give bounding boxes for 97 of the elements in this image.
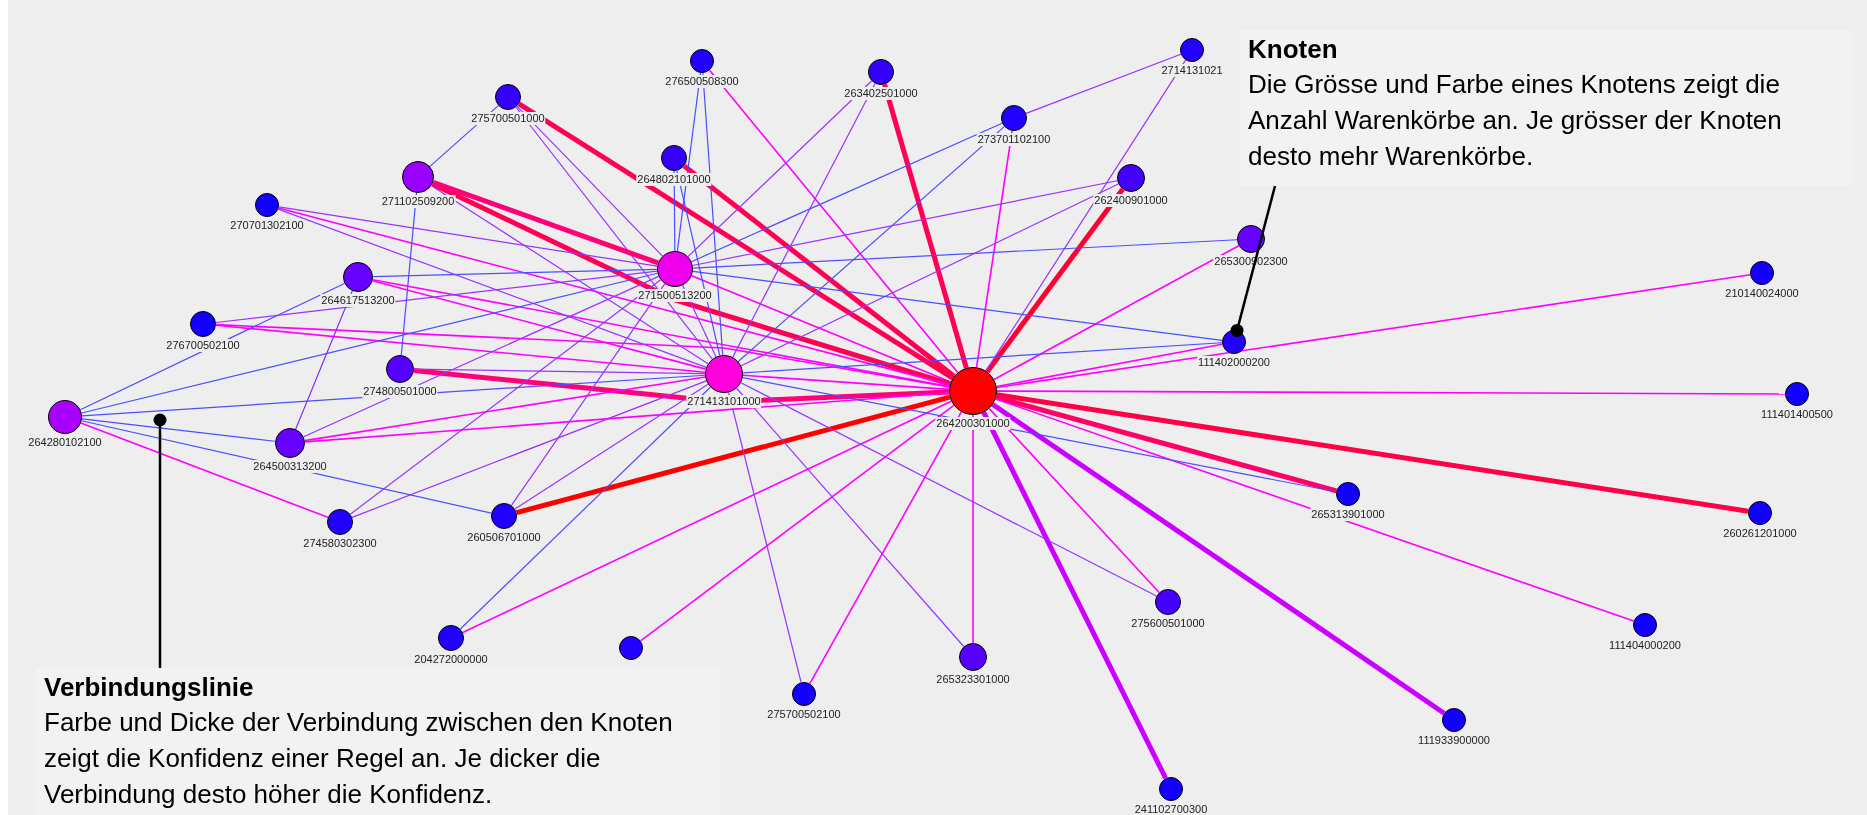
connection-line [735,387,965,648]
connection-line [430,185,709,365]
connection-line [708,69,959,374]
connection-line [692,270,1223,342]
connection-line [514,383,709,510]
connection-line [682,164,956,379]
connection-line [278,206,658,267]
leader-line [153,413,167,668]
connection-line [80,272,659,414]
node-label: 111401400500 [1760,408,1834,421]
connection-line [517,101,955,381]
connection-line [975,130,1013,369]
connection-line [991,402,1446,716]
annotation-heading: Knoten [1248,33,1339,66]
connection-line [371,278,951,388]
connection-line [1025,53,1182,114]
connection-line [295,290,353,430]
node-label: 260261201000 [1722,527,1798,540]
node-label: 260506701000 [466,531,542,544]
node-label: 264500313200 [252,460,328,473]
node-label: 264280102100 [27,436,103,449]
connection-line [639,404,955,642]
connection-line [371,280,707,370]
node-label: 275600501000 [1130,617,1206,630]
connection-line [304,376,707,442]
connection-line [516,105,664,257]
connection-line [81,418,276,442]
connection-line [351,380,707,518]
connection-line [692,239,1238,269]
node-label: 271413101000 [686,395,762,408]
connection-line [728,391,802,683]
node-label: 276700502100 [165,339,241,352]
connection-line [81,374,706,417]
node-label: 263402501000 [843,87,919,100]
node-label: 241102700300 [1133,803,1209,815]
annotation-text: Die Grösse und Farbe eines Knotens zeigt die Anzahl Warenkörbe an. Je grösser der Knoten desto mehr Warenkörbe. [1248,68,1783,173]
connection-line [996,390,1786,395]
node-label: 276500508300 [664,75,740,88]
node-label: 111402000200 [1197,356,1271,369]
connection-line [742,374,950,391]
node-label: 275700501000 [470,112,546,125]
annotation-panel [1240,30,1852,186]
connection-line [400,192,418,356]
connection-line [215,270,658,324]
connection-line [676,72,702,252]
connection-line [702,72,724,356]
node-label: 275700502100 [766,708,842,721]
connection-line [277,208,707,368]
connection-line [413,368,706,375]
connection-line [737,126,1005,363]
node-label: 264617513200 [320,294,396,307]
connection-line [515,394,951,516]
node-label: 270701302100 [229,219,305,232]
connection-line [277,207,951,386]
connection-line [972,414,974,644]
connection-line [372,268,658,278]
connection-line [742,342,1223,374]
node-label: 273701102100 [976,133,1052,146]
node-label: 265323301000 [935,673,1011,686]
connection-line [215,323,951,388]
node-label: 2714131021 [1160,64,1224,77]
node-label: 265313901000 [1310,508,1386,521]
connection-line [687,80,873,258]
connection-line [80,422,329,519]
node-label: 271102509200 [380,195,456,208]
connection-line [676,170,721,357]
connection-line [981,411,1168,780]
node-label: 274800501000 [362,385,438,398]
connection-line [882,83,969,369]
connection-line [742,377,1337,493]
annotation-heading: Verbindungslinie [44,671,255,704]
connection-line [510,283,666,506]
node-label: 210140024000 [1724,287,1800,300]
node-label: 111404000200 [1608,639,1682,652]
connection-line [459,386,711,630]
annotation-panel [36,668,720,815]
connection-line [995,394,1338,494]
node-label: 264200301000 [935,417,1011,430]
connection-line [995,343,1223,388]
connection-line [432,180,659,266]
connection-line [215,324,706,373]
node-label: 111933900000 [1417,734,1491,747]
leader-line [1230,185,1277,337]
node-label: 264802101000 [636,173,712,186]
connection-line [692,180,1118,267]
connection-line [995,273,1751,389]
connection-line [985,187,1125,374]
node-label: 271500513200 [637,289,713,302]
connection-line [996,392,1749,514]
node-label: 274580302300 [302,537,378,550]
connection-line [988,407,1160,594]
node-label: 262400901000 [1093,194,1169,207]
node-label: 204272000000 [413,653,489,666]
annotation-text: Farbe und Dicke der Verbindung zwischen den Knoten zeigt die Konfidenz einer Regel an. Je dicker die Verbindung desto höher die Konfidenz. [44,706,674,811]
connection-line [304,392,950,443]
connection-line [515,106,713,360]
connection-line [349,279,662,515]
